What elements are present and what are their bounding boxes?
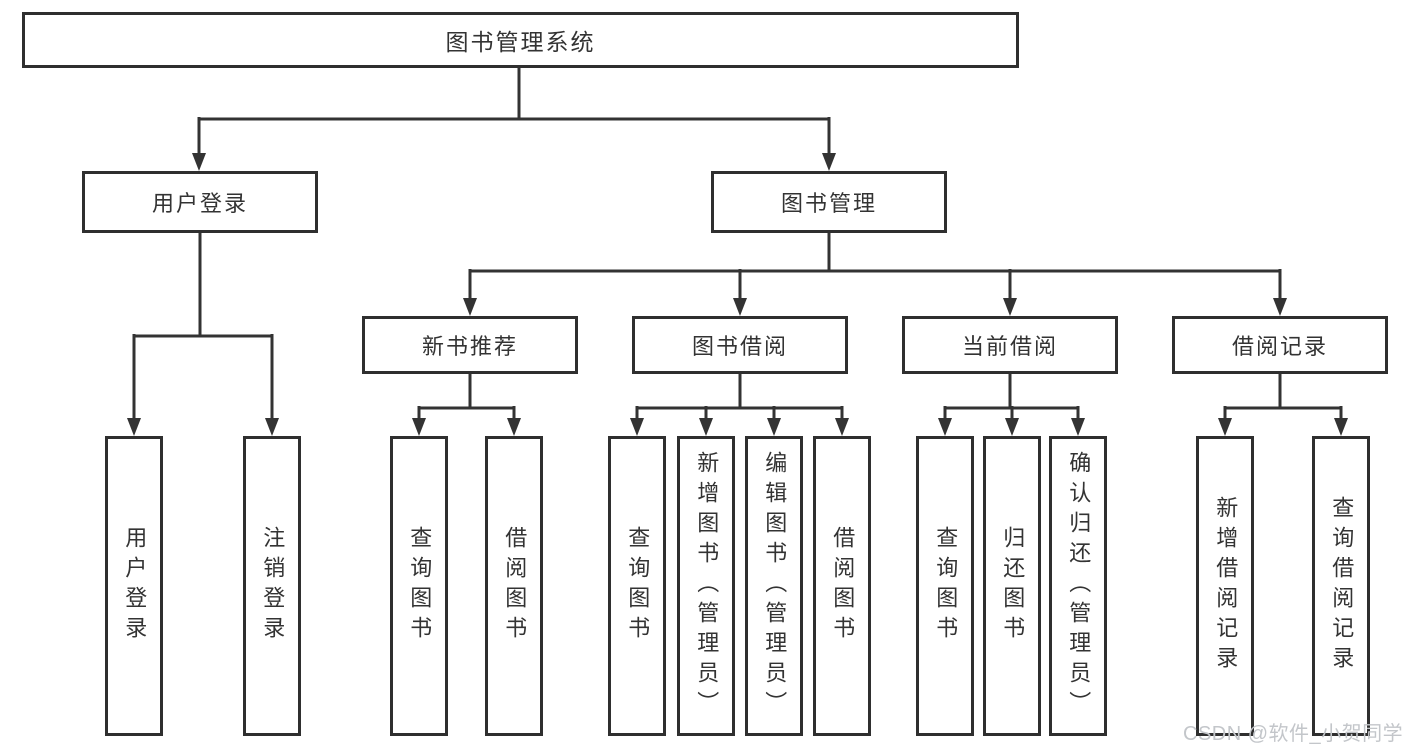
- csdn-watermark: CSDN @软件_小贺同学: [1183, 723, 1404, 745]
- leaf-add-borrow-record: 新增借阅记录: [1196, 436, 1254, 736]
- node-label: 图书管理系统: [445, 29, 596, 55]
- node-label: 确认归还（管理员）: [1066, 451, 1092, 721]
- connector-root-to-level2: [197, 68, 831, 154]
- leaf-user-login: 用户登录: [105, 436, 163, 736]
- leaf-logout: 注销登录: [243, 436, 301, 736]
- leaf-edit-books-admin: 编辑图书（管理员）: [745, 436, 803, 736]
- leaf-add-books-admin: 新增图书（管理员）: [677, 436, 735, 736]
- arrowheads: [127, 153, 1348, 436]
- node-label: 图书借阅: [691, 334, 788, 359]
- node-label: 查询图书: [933, 526, 959, 646]
- node-label: 注销登录: [260, 526, 286, 646]
- connector-current-to-leaves: [943, 374, 1080, 419]
- node-current-borrowing: 当前借阅: [902, 316, 1118, 374]
- node-label: 新增借阅记录: [1213, 496, 1239, 676]
- connector-borrow-to-leaves: [635, 374, 844, 419]
- leaf-confirm-return-admin: 确认归还（管理员）: [1049, 436, 1107, 736]
- node-label: 用户登录: [151, 191, 248, 216]
- node-label: 编辑图书（管理员）: [762, 451, 788, 721]
- leaf-query-borrow-record: 查询借阅记录: [1312, 436, 1370, 736]
- node-label: 查询图书: [625, 526, 651, 646]
- node-user-login: 用户登录: [82, 171, 318, 233]
- node-label: 借阅记录: [1231, 334, 1328, 359]
- leaf-borrow-books: 借阅图书: [813, 436, 871, 736]
- node-borrowing-records: 借阅记录: [1172, 316, 1388, 374]
- node-label: 查询图书: [407, 526, 433, 646]
- node-label: 当前借阅: [961, 334, 1058, 359]
- node-label: 用户登录: [122, 526, 148, 646]
- node-label: 新书推荐: [421, 334, 518, 359]
- leaf-borrow-books-recommend: 借阅图书: [485, 436, 543, 736]
- connector-bookmgmt-to-level3: [468, 233, 1282, 299]
- connector-records-to-leaves: [1223, 374, 1343, 419]
- leaf-query-books-current: 查询图书: [916, 436, 974, 736]
- node-book-borrowing: 图书借阅: [632, 316, 848, 374]
- node-label: 图书管理: [780, 191, 877, 216]
- leaf-query-books-recommend: 查询图书: [390, 436, 448, 736]
- node-book-management: 图书管理: [711, 171, 947, 233]
- node-new-book-recommend: 新书推荐: [362, 316, 578, 374]
- connector-userlogin-to-leaves: [132, 233, 274, 419]
- node-label: 归还图书: [1000, 526, 1026, 646]
- node-label: 借阅图书: [502, 526, 528, 646]
- leaf-query-books-borrow: 查询图书: [608, 436, 666, 736]
- node-label: 新增图书（管理员）: [694, 451, 720, 721]
- leaf-return-books: 归还图书: [983, 436, 1041, 736]
- node-label: 查询借阅记录: [1329, 496, 1355, 676]
- node-library-management-system: 图书管理系统: [22, 12, 1019, 68]
- node-label: 借阅图书: [830, 526, 856, 646]
- connector-newbook-to-leaves: [417, 374, 516, 419]
